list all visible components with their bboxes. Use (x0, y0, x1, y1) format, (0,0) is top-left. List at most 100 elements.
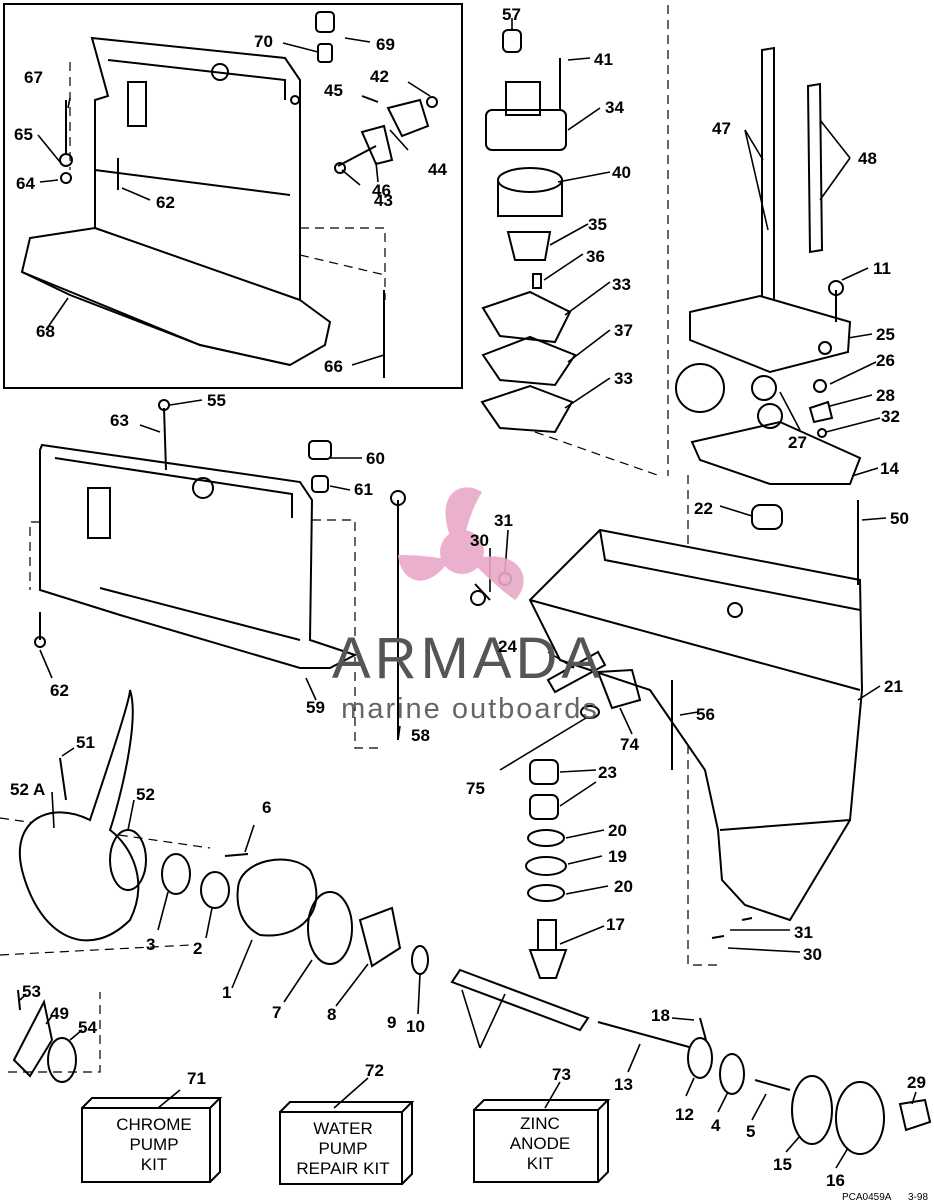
callout-70-73: 70 (254, 32, 273, 51)
callout-23-23: 23 (598, 763, 617, 782)
callout-72: 72 (365, 1061, 384, 1080)
callout-19-18: 19 (608, 847, 627, 866)
callout-62-65: 62 (50, 681, 69, 700)
callout-40-41: 40 (612, 163, 631, 182)
callout-74-74: 74 (620, 735, 639, 754)
callout-32-34: 32 (881, 407, 900, 426)
water-pump-assembly (480, 5, 669, 477)
kit-72-line3: REPAIR KIT (296, 1159, 389, 1178)
inset-frame (3, 3, 463, 389)
leader-lines (19, 18, 917, 1169)
callout-15-14: 15 (773, 1155, 792, 1174)
callout-31-32: 31 (494, 511, 513, 530)
figure-code: PCA0459A (842, 1192, 892, 1203)
callout-9-8: 9 (387, 1013, 396, 1032)
callout-63-66: 63 (110, 411, 129, 430)
inset-driveshaft-housing (20, 36, 386, 367)
callout-17-16: 17 (606, 915, 625, 934)
gearcase (528, 500, 864, 939)
callout-7-6: 7 (272, 1003, 281, 1022)
callout-27-27: 27 (788, 433, 807, 452)
callout-58-60: 58 (411, 726, 430, 745)
callout-67-70: 67 (24, 68, 43, 87)
callout-22-22: 22 (694, 499, 713, 518)
watermark-brand: ARMADA (332, 626, 604, 691)
callout-54-56: 54 (78, 1018, 97, 1037)
callout-6-5: 6 (262, 798, 271, 817)
callout-26-26: 26 (876, 351, 895, 370)
kit-72-line1: WATER (313, 1119, 373, 1138)
callout-56-58: 56 (696, 705, 715, 724)
callout-34-37: 34 (605, 98, 624, 117)
callout-33-36: 33 (614, 369, 633, 388)
kit-71-line1: CHROME (116, 1115, 192, 1134)
callout-57-59: 57 (502, 5, 521, 24)
callout-2-1: 2 (193, 939, 202, 958)
callout-8-7: 8 (327, 1005, 336, 1024)
callout-59-61: 59 (306, 698, 325, 717)
callout-12-11: 12 (675, 1105, 694, 1124)
kit-73-line1: ZINC (520, 1114, 560, 1133)
callout-29-29: 29 (907, 1073, 926, 1092)
driveshaft-and-plate (675, 46, 862, 966)
callout-53-55: 53 (22, 982, 41, 1001)
callout-62-64: 62 (156, 193, 175, 212)
callout-3-2: 3 (146, 935, 155, 954)
propeller-assembly (0, 689, 932, 1155)
callout-33-35: 33 (612, 275, 631, 294)
callout-10-9: 10 (406, 1017, 425, 1036)
kit-71-line2: PUMP (129, 1135, 178, 1154)
callout-50-51: 50 (890, 509, 909, 528)
callout-69-72: 69 (376, 35, 395, 54)
kit-box-chrome-pump: CHROME PUMP KIT (81, 1097, 223, 1183)
callout-37-40: 37 (614, 321, 633, 340)
callout-68-71: 68 (36, 322, 55, 341)
callout-60-62: 60 (366, 449, 385, 468)
callout-65-68: 65 (14, 125, 33, 144)
driveshaft-housing (29, 399, 406, 749)
callout-55-57: 55 (207, 391, 226, 410)
kit-box-zinc-anode: ZINC ANODE KIT (473, 1099, 611, 1183)
callout-66-69: 66 (324, 357, 343, 376)
callout-20-20: 20 (614, 877, 633, 896)
callout-18-17: 18 (651, 1006, 670, 1025)
callout-20-19: 20 (608, 821, 627, 840)
callout-42-43: 42 (370, 67, 389, 86)
kit-72-line2: PUMP (318, 1139, 367, 1158)
callout-11-10: 11 (873, 259, 891, 278)
watermark-tagline: marine outboards (341, 693, 599, 725)
gear-parts (470, 504, 783, 979)
callout-71: 71 (187, 1069, 206, 1088)
callout-24-24: 24 (498, 637, 517, 656)
kit-box-water-pump-repair: WATER PUMP REPAIR KIT (279, 1101, 415, 1185)
watermark-logo (398, 487, 524, 600)
callout-4-3: 4 (711, 1116, 721, 1135)
callout-48-49: 48 (858, 149, 877, 168)
callout-16-15: 16 (826, 1171, 845, 1190)
kit-71-line3: KIT (141, 1155, 167, 1174)
callout-64-67: 64 (16, 174, 35, 193)
callout-61-63: 61 (354, 480, 373, 499)
callout-45-46: 45 (324, 81, 343, 100)
callout-41-42: 41 (594, 50, 613, 69)
kit-73-line2: ANODE (510, 1134, 570, 1153)
callout-73: 73 (552, 1065, 571, 1084)
callout-35-38: 35 (588, 215, 607, 234)
callout-75-75: 75 (466, 779, 485, 798)
callout-31-33: 31 (794, 923, 813, 942)
inset-small-parts (59, 11, 438, 378)
callout-43-44: 43 (374, 191, 393, 210)
callout-21-21: 21 (884, 677, 903, 696)
callout-52-53: 52 (136, 785, 155, 804)
figure-date: 3-98 (908, 1192, 928, 1203)
callout-13-12: 13 (614, 1075, 633, 1094)
callout-47-48: 47 (712, 119, 731, 138)
kit-73-line3: KIT (527, 1154, 553, 1173)
callout-25-25: 25 (876, 325, 895, 344)
callout-44-45: 44 (428, 160, 447, 179)
callout-36-39: 36 (586, 247, 605, 266)
callout-30-31: 30 (803, 945, 822, 964)
callout-30-30: 30 (470, 531, 489, 550)
